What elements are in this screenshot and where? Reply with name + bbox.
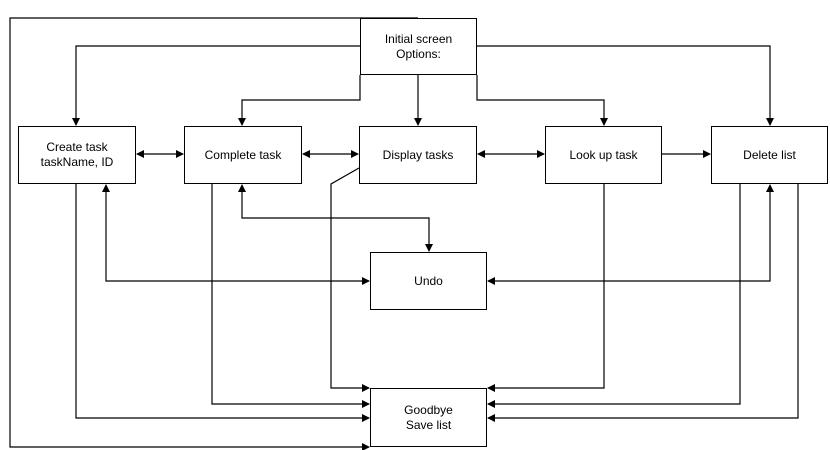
edge-delete-goodbye-b bbox=[487, 184, 799, 422]
node-look-up-task-label: Look up task bbox=[569, 147, 638, 162]
node-complete-task-label: Complete task bbox=[204, 147, 282, 162]
edge-initial-to-create bbox=[72, 45, 360, 126]
node-complete-task: Complete task bbox=[184, 126, 302, 184]
edge-create-undo bbox=[102, 184, 370, 285]
node-create-task-line2: taskName, ID bbox=[40, 155, 114, 169]
node-goodbye-line2: Save list bbox=[405, 417, 452, 432]
node-look-up-task: Look up task bbox=[545, 126, 662, 184]
node-undo-label: Undo bbox=[414, 273, 443, 288]
edge-delete-undo bbox=[487, 184, 774, 285]
edge-complete-goodbye bbox=[211, 184, 370, 408]
node-display-tasks: Display tasks bbox=[359, 126, 477, 184]
node-delete-list-label: Delete list bbox=[743, 147, 796, 162]
edge-display-goodbye bbox=[330, 167, 370, 392]
edge-complete-undo bbox=[238, 184, 433, 252]
node-display-tasks-label: Display tasks bbox=[382, 147, 454, 162]
edge-initial-to-goodbye bbox=[9, 17, 418, 450]
node-delete-list: Delete list bbox=[711, 126, 828, 184]
node-create-task-line1: Create task bbox=[46, 140, 108, 154]
edge-create-goodbye bbox=[75, 184, 370, 422]
node-goodbye: Goodbye Save list bbox=[370, 388, 487, 447]
edge-initial-to-complete bbox=[238, 75, 361, 126]
node-initial-screen: Initial screen Options: bbox=[360, 18, 477, 75]
node-undo: Undo bbox=[370, 252, 487, 310]
node-initial-screen-line2: Options: bbox=[396, 46, 441, 61]
edge-initial-to-lookup bbox=[476, 75, 608, 126]
edge-initial-to-delete bbox=[477, 45, 774, 126]
edge-delete-goodbye-a bbox=[487, 184, 741, 408]
node-goodbye-line1: Goodbye bbox=[404, 402, 453, 417]
edge-lookup-goodbye bbox=[487, 184, 605, 392]
node-initial-screen-line1: Initial screen bbox=[384, 31, 453, 46]
node-create-task: Create task taskName, ID bbox=[18, 126, 136, 184]
